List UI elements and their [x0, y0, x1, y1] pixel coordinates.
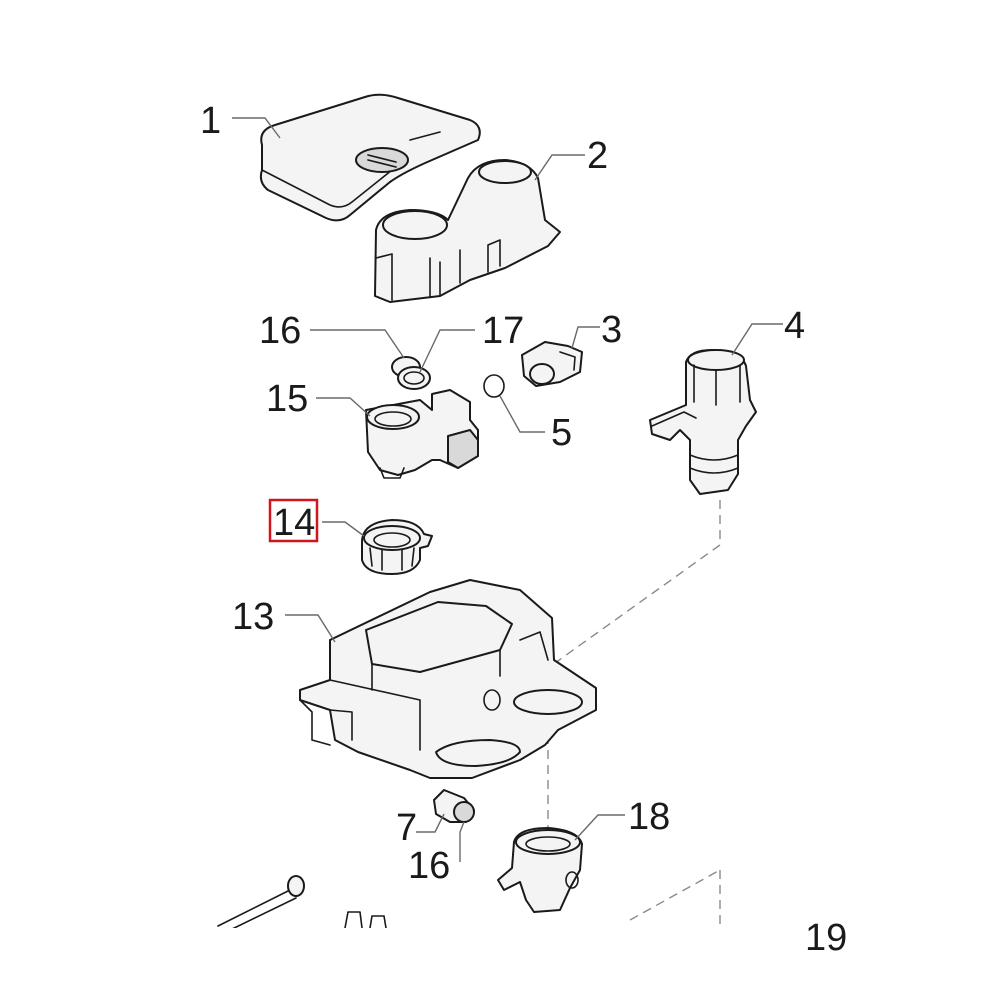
part-4-valve-assembly — [649, 349, 757, 495]
part-1-lid — [259, 93, 481, 222]
label-16-bottom: 16 — [408, 845, 450, 887]
label-18: 18 — [628, 796, 670, 838]
label-3: 3 — [601, 309, 622, 351]
part-7-cap — [433, 789, 475, 823]
label-5: 5 — [551, 412, 572, 454]
label-13: 13 — [232, 596, 274, 638]
part-14-ring-nut — [361, 519, 433, 575]
label-15: 15 — [266, 378, 308, 420]
part-2-housing — [374, 159, 561, 303]
label-16-top: 16 — [259, 310, 301, 352]
part-5-o-ring — [483, 374, 505, 398]
label-17: 17 — [482, 310, 524, 352]
highlight-box — [268, 498, 319, 543]
bottom-crop-mask — [0, 928, 1000, 1000]
label-19: 19 — [805, 917, 847, 959]
part-18-fitting — [497, 827, 583, 913]
label-14: 14 — [273, 502, 315, 544]
part-15-valve-body — [365, 389, 479, 479]
label-7: 7 — [396, 807, 417, 849]
leader-lines — [232, 117, 783, 862]
part-19-hose — [217, 875, 387, 933]
label-4: 4 — [784, 305, 805, 347]
label-2: 2 — [587, 135, 608, 177]
part-13-base-tray — [299, 579, 597, 779]
part-3-connector — [521, 341, 583, 387]
part-16-17-plug-ring — [391, 356, 431, 390]
label-1: 1 — [200, 100, 221, 142]
